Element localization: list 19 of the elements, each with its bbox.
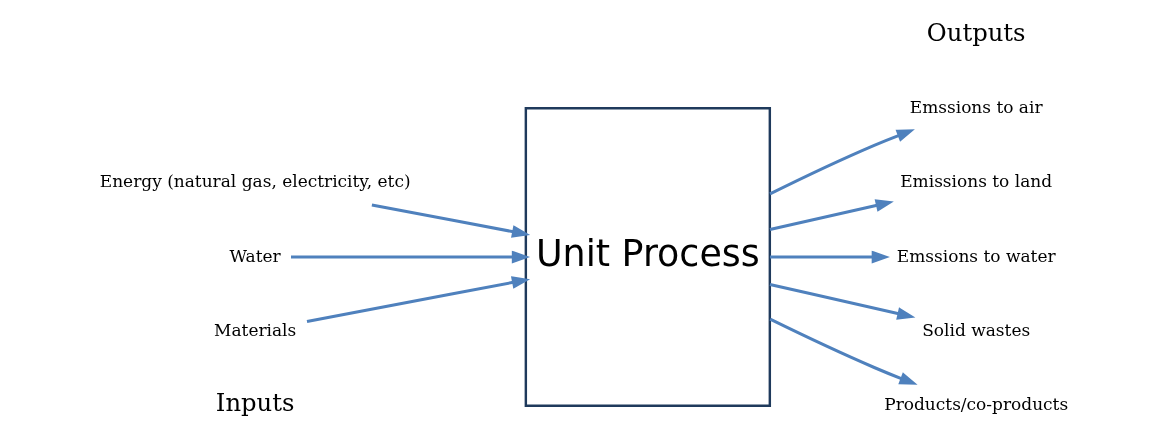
node-text: Energy (natural gas, electricity, etc) — [99, 171, 411, 192]
arrow — [769, 250, 890, 264]
arrow — [769, 199, 894, 232]
node-text: Solid wastes — [921, 319, 1030, 340]
node-text: Materials — [213, 319, 296, 340]
node-box: Unit Process — [524, 107, 771, 407]
arrow — [290, 250, 530, 264]
node-text: Emissions to land — [899, 171, 1052, 192]
arrow — [306, 276, 530, 323]
node-text: Products/co-products — [883, 393, 1068, 414]
node-text: Water — [229, 245, 281, 266]
label: Outputs — [926, 17, 1025, 47]
arrow — [371, 203, 530, 238]
arrow — [768, 317, 918, 385]
node-text: Emssions to air — [909, 97, 1043, 118]
arrow — [768, 129, 915, 196]
label: Inputs — [215, 388, 294, 418]
node-text: Emssions to water — [896, 245, 1056, 266]
arrow — [769, 283, 915, 320]
